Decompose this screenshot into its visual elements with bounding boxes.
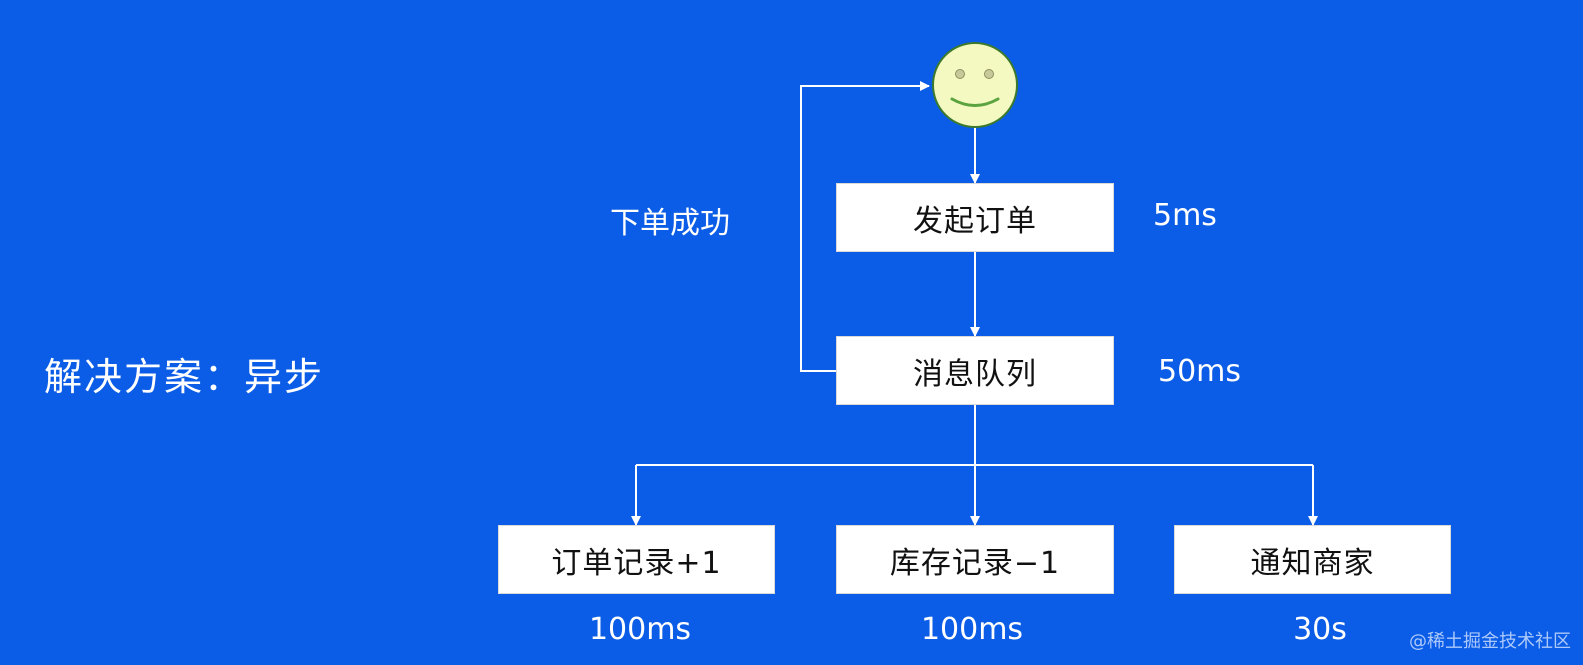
timing-inventory-record: 100ms	[920, 612, 1024, 647]
timing-start-order: 5ms	[1153, 198, 1217, 233]
timing-notify-merchant: 30s	[1293, 612, 1347, 647]
timing-message-queue: 50ms	[1158, 354, 1242, 389]
node-inventory-record: 库存记录−1	[836, 525, 1114, 594]
arrow-return-success	[800, 81, 930, 372]
node-order-record: 订单记录+1	[498, 525, 775, 594]
node-message-queue: 消息队列	[836, 336, 1114, 405]
watermark: @稀土掘金技术社区	[1409, 631, 1571, 652]
timing-order-record: 100ms	[588, 612, 692, 647]
return-label: 下单成功	[610, 206, 730, 241]
page-title: 解决方案：异步	[44, 355, 325, 399]
node-notify-merchant: 通知商家	[1174, 525, 1451, 594]
node-start-order: 发起订单	[836, 183, 1114, 252]
smiley-face-icon	[932, 42, 1018, 128]
